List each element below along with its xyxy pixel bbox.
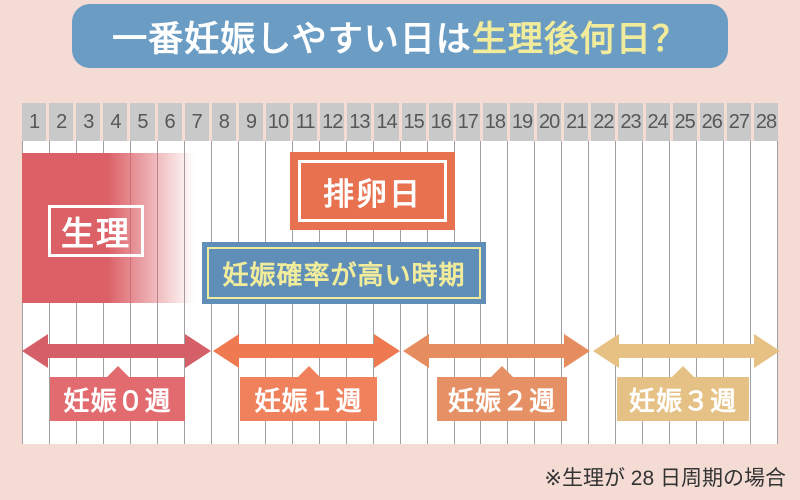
day-column [643, 141, 671, 444]
week-label-text: 妊娠１週 [254, 385, 363, 416]
label-notch [106, 366, 129, 377]
week-label-text: 妊娠３週 [628, 385, 737, 416]
arrow-right-head [754, 334, 780, 368]
week1-arrow [213, 334, 400, 368]
day-column [751, 141, 779, 444]
day-cell: 11 [293, 103, 318, 141]
arrow-bar [428, 344, 565, 358]
day-cell: 26 [699, 103, 724, 141]
label-notch [672, 366, 694, 377]
arrow-right-head [564, 334, 590, 368]
day-column [670, 141, 698, 444]
week2-label: 妊娠２週 [437, 366, 567, 421]
title-main: 一番妊娠しやすい日は [112, 19, 472, 59]
day-cell: 22 [591, 103, 616, 141]
day-cell: 25 [672, 103, 697, 141]
day-cell: 18 [482, 103, 507, 141]
day-cell: 9 [238, 103, 263, 141]
day-cell: 6 [157, 103, 182, 141]
arrow-left-head [403, 334, 429, 368]
day-cell: 1 [22, 103, 47, 141]
day-cell: 10 [265, 103, 291, 141]
high-probability-label: 妊娠確率が高い時期 [207, 247, 481, 299]
day-cell: 15 [401, 103, 426, 141]
day-column [616, 141, 644, 444]
week-label-text: 妊娠０週 [63, 385, 172, 416]
title-highlight: 生理後何日？ [471, 19, 688, 59]
day-column [724, 141, 752, 444]
day-cell: 19 [509, 103, 535, 141]
week0-label: 妊娠０週 [50, 366, 185, 421]
week1-label: 妊娠１週 [240, 366, 377, 421]
label-notch [297, 366, 320, 377]
day-cell: 8 [211, 103, 236, 141]
day-cell: 16 [428, 103, 453, 141]
arrow-bar [47, 344, 186, 358]
day-cell: 13 [347, 103, 372, 141]
week3-label: 妊娠３週 [617, 366, 749, 421]
week2-arrow [403, 334, 590, 368]
day-cell: 23 [618, 103, 643, 141]
arrow-right-head [185, 334, 211, 368]
day-cell: 14 [374, 103, 399, 141]
menstruation-label: 生理 [48, 205, 144, 257]
arrow-left-head [213, 334, 239, 368]
week-label-text: 妊娠２週 [447, 385, 556, 416]
day-column [562, 141, 590, 444]
high-probability-box: 妊娠確率が高い時期 [202, 242, 486, 304]
day-cell: 27 [726, 103, 751, 141]
day-column [535, 141, 563, 444]
footnote: ※生理が 28 日周期の場合 [544, 467, 786, 490]
day-cell: 24 [645, 103, 670, 141]
ovulation-box: 排卵日 [290, 152, 455, 230]
arrow-left-head [22, 334, 48, 368]
arrow-bar [618, 344, 755, 358]
menstruation-block: 生理 [22, 153, 194, 303]
day-cell: 28 [753, 103, 779, 141]
day-cell: 7 [184, 103, 209, 141]
week3-arrow [593, 334, 780, 368]
label-notch [491, 366, 513, 377]
arrow-right-head [374, 334, 400, 368]
arrow-left-head [593, 334, 619, 368]
day-column [508, 141, 536, 444]
title-banner: 一番妊娠しやすい日は生理後何日？ [72, 4, 728, 68]
ovulation-label: 排卵日 [298, 160, 447, 222]
day-cell: 17 [455, 103, 480, 141]
day-cell: 5 [130, 103, 155, 141]
day-column [697, 141, 725, 444]
week0-arrow [22, 334, 211, 368]
arrow-bar [238, 344, 375, 358]
day-cell: 12 [320, 103, 345, 141]
day-cell: 3 [76, 103, 101, 141]
day-cell: 2 [49, 103, 74, 141]
day-column [481, 141, 509, 444]
day-cell: 21 [564, 103, 589, 141]
day-cell: 20 [537, 103, 562, 141]
page-title: 一番妊娠しやすい日は生理後何日？ [112, 11, 688, 62]
day-column [589, 141, 617, 444]
day-cell: 4 [103, 103, 128, 141]
